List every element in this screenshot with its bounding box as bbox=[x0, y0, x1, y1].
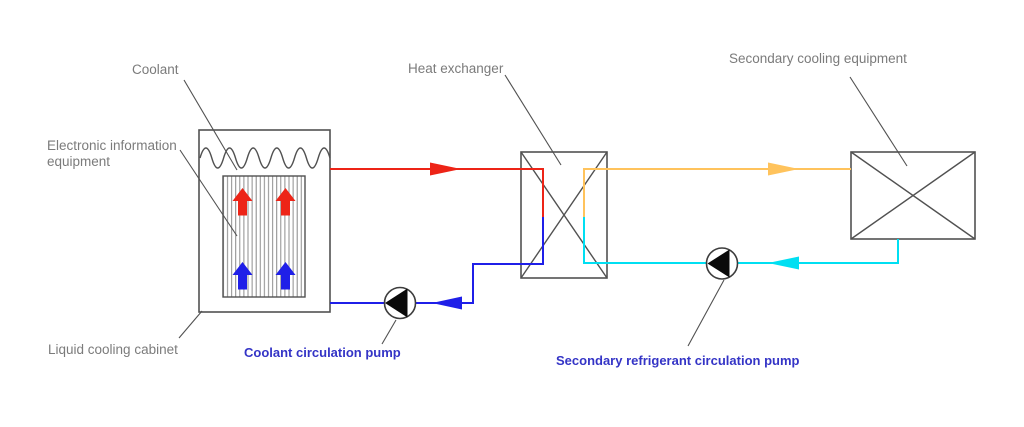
cold-refrigerant-pipe bbox=[583, 217, 899, 264]
leader-electronic-equipment bbox=[179, 149, 238, 237]
coolant-label: Coolant bbox=[132, 62, 179, 77]
cold-coolant-pipe bbox=[330, 217, 544, 304]
leader-heat-exchanger bbox=[504, 74, 562, 166]
warm-refrigerant-flow-arrow bbox=[768, 162, 799, 176]
heat-exchanger-cross bbox=[520, 151, 608, 279]
hot-coolant-pipe bbox=[330, 168, 544, 217]
secondary-cooling-cross bbox=[850, 151, 976, 240]
leader-coolant-pump bbox=[381, 319, 397, 345]
cold-refrigerant-flow-arrow bbox=[768, 256, 799, 270]
coolant-pump-icon bbox=[383, 286, 417, 320]
electronic-equipment-hatch bbox=[223, 176, 305, 297]
secondary-refrigerant-circulation-pump-label: Secondary refrigerant circulation pump bbox=[556, 353, 800, 368]
hot-coolant-flow-arrow bbox=[430, 162, 461, 176]
leader-secondary-cooling bbox=[849, 76, 908, 167]
warm-refrigerant-pipe bbox=[583, 168, 851, 217]
heat-exchanger-label: Heat exchanger bbox=[408, 61, 504, 76]
secondary-cooling-equipment-label: Secondary cooling equipment bbox=[729, 51, 907, 66]
leader-liquid-cooling-cabinet bbox=[178, 310, 203, 339]
cold-coolant-flow-arrow bbox=[432, 296, 462, 310]
electronic-information-equipment-label: Electronic information equipment bbox=[47, 138, 177, 169]
coolant-wave bbox=[199, 147, 331, 169]
coolant-circulation-pump-label: Coolant circulation pump bbox=[244, 345, 401, 360]
electronic-equipment-box bbox=[222, 175, 306, 298]
leader-secondary-pump bbox=[687, 279, 725, 347]
leader-coolant bbox=[183, 79, 238, 171]
liquid-cooling-cabinet-label: Liquid cooling cabinet bbox=[48, 342, 178, 357]
secondary-refrigerant-pump-icon bbox=[705, 247, 739, 280]
